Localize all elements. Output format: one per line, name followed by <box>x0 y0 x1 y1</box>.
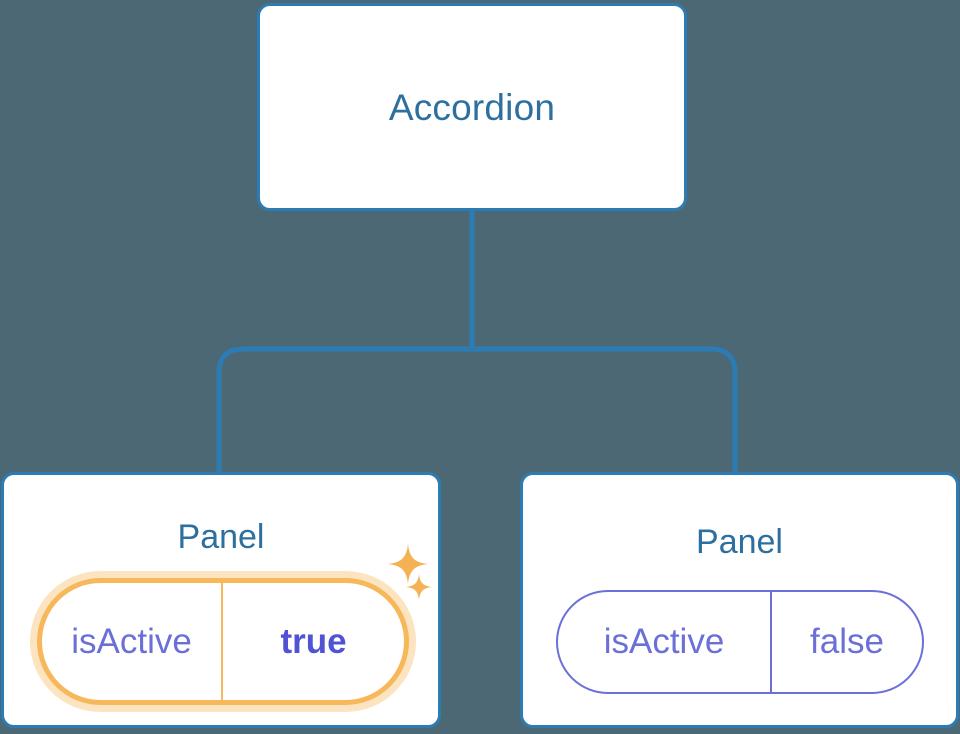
prop-value-label: true <box>280 621 347 661</box>
prop-pill-isactive-false[interactable]: isActive false <box>556 590 924 694</box>
edge-bus-to-panel-right <box>472 346 738 474</box>
prop-key-label: isActive <box>42 583 224 700</box>
prop-value-label: false <box>810 622 884 661</box>
node-accordion[interactable]: Accordion <box>257 3 687 211</box>
node-panel-left-label: Panel <box>177 518 265 556</box>
edge-bus-to-panel-left <box>216 346 472 474</box>
node-panel-right-label: Panel <box>696 523 783 561</box>
prop-key-label: isActive <box>558 592 772 692</box>
node-accordion-label: Accordion <box>388 86 556 128</box>
prop-pill-isactive-true[interactable]: isActive true <box>37 578 409 705</box>
